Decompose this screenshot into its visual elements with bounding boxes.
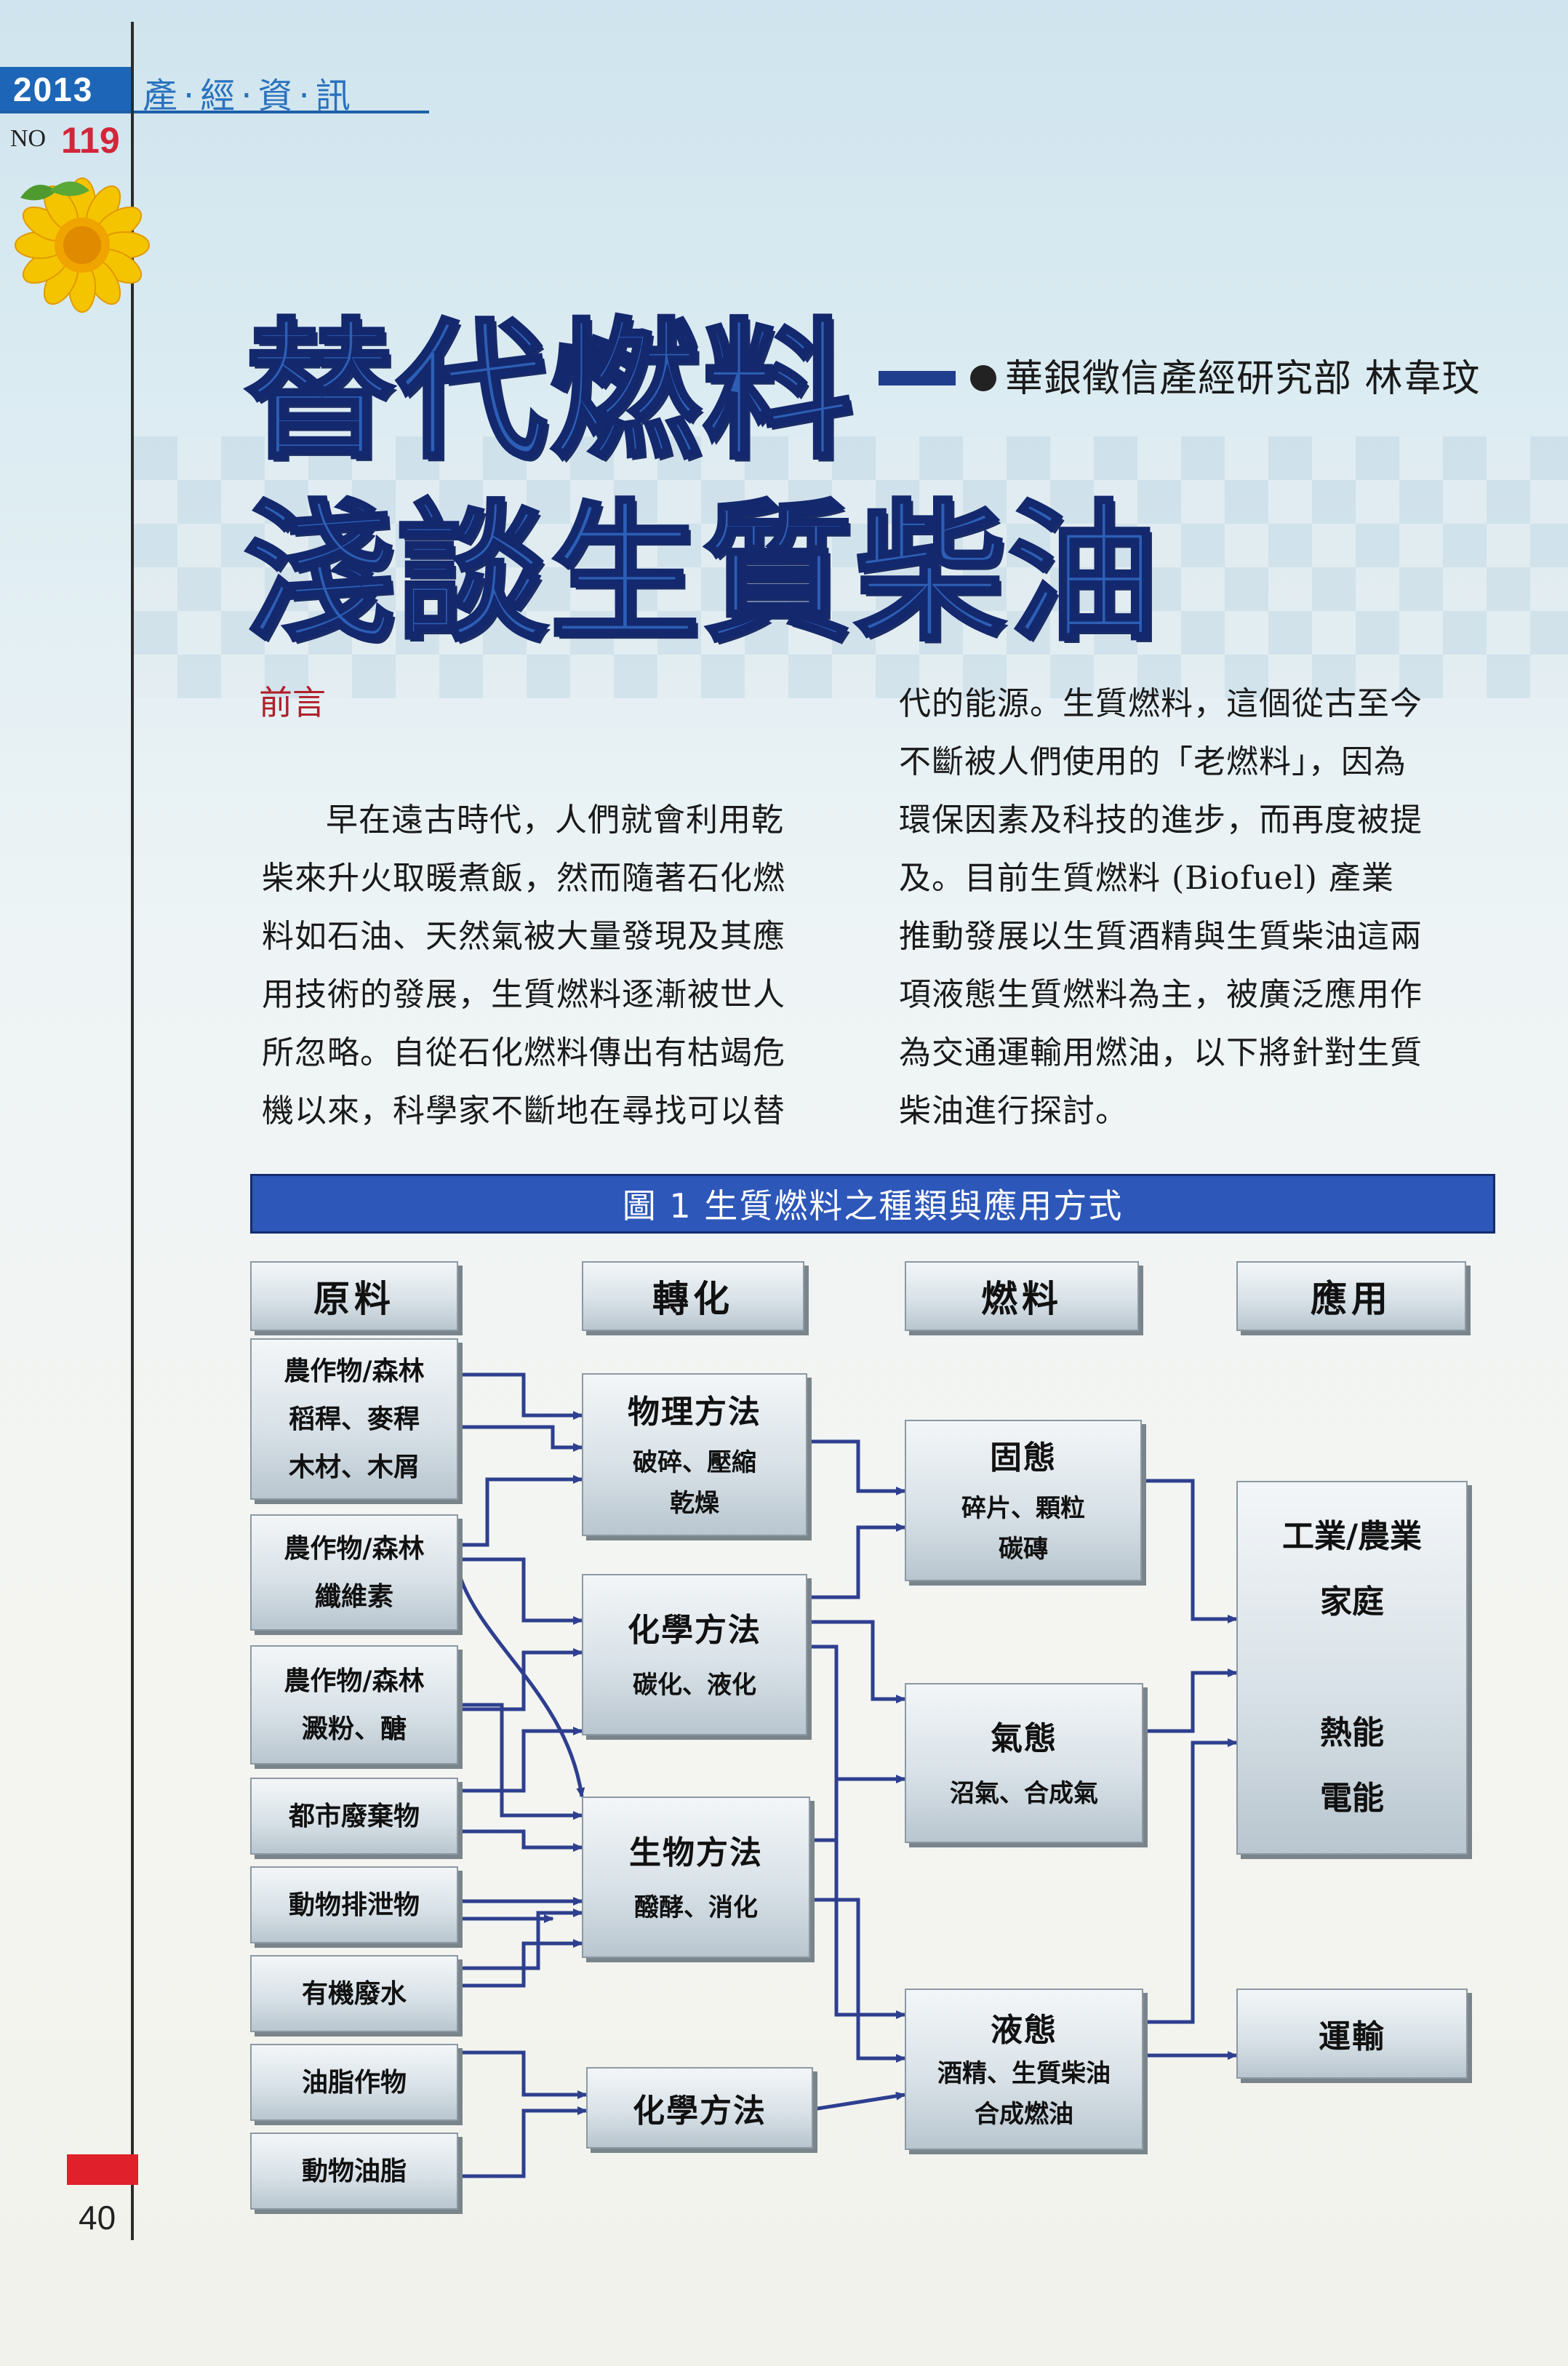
source-text: 動物排泄物 [288,1890,420,1920]
process-box-biological: 生物方法 醱酵、消化 [582,1797,810,1958]
application-text: 運輸 [1319,2018,1385,2055]
source-box-organic-wastewater: 有機廢水 [250,1955,458,2032]
source-text: 纖維素 [314,1581,393,1612]
source-text: 都市廢棄物 [288,1801,420,1831]
body-line: 所忽略。自從石化燃料傳出有枯竭危 [262,1034,785,1071]
process-detail: 醱酵、消化 [634,1893,758,1922]
header-label: 應用 [1311,1277,1392,1320]
fuel-title: 液態 [991,2012,1057,2049]
source-text: 油脂作物 [301,2067,407,2098]
process-box-chemical-oil: 化學方法 [586,2067,813,2149]
process-box-chemical: 化學方法 碳化、液化 [582,1574,807,1735]
source-text: 澱粉、醣 [301,1714,407,1744]
fuel-box-liquid: 液態 酒精、生質柴油 合成燃油 [905,1989,1143,2150]
section-heading: 前言 [259,683,326,722]
checker-pattern [134,436,1568,698]
source-box-crops-straw: 農作物/森林 稻稈、麥稈 木材、木屑 [250,1338,458,1500]
fuel-detail: 酒精、生質柴油 [937,2059,1111,2088]
header-rule [0,111,429,113]
fuel-detail: 碳磚 [999,1535,1048,1564]
process-box-physical: 物理方法 破碎、壓縮 乾燥 [582,1373,807,1536]
header-year-bar [0,67,131,112]
header-conversion: 轉化 [582,1261,804,1331]
application-text: 熱能 [1320,1714,1384,1751]
application-box-transport: 運輸 [1236,1989,1468,2079]
fuel-box-solid: 固態 碎片、顆粒 碳磚 [905,1420,1142,1581]
title-dash [879,371,956,385]
source-box-animal-manure: 動物排泄物 [250,1866,458,1943]
body-line: 機以來，科學家不斷地在尋找可以替 [262,1092,785,1130]
body-line: 及。目前生質燃料 (Biofuel) 產業 [899,860,1394,897]
source-box-animal-fat: 動物油脂 [250,2133,458,2210]
fuel-title: 固態 [990,1439,1057,1476]
application-text: 工業/農業 [1281,1518,1423,1555]
process-title: 物理方法 [628,1394,761,1431]
process-detail: 碳化、液化 [633,1671,756,1700]
body-line: 早在遠古時代，人們就會利用乾 [326,802,784,839]
sunflower-icon [15,177,150,313]
body-line: 料如石油、天然氣被大量發現及其應 [262,918,785,955]
application-text: 電能 [1320,1780,1384,1817]
header-application: 應用 [1236,1261,1466,1331]
source-text: 農作物/森林 [284,1356,425,1386]
fuel-detail: 碎片、顆粒 [961,1494,1085,1523]
body-line: 環保因素及科技的進步，而再度被提 [899,802,1423,839]
process-detail: 乾燥 [670,1489,719,1518]
header-raw-material: 原料 [250,1261,458,1331]
article-title-line1: 替代燃料 [242,303,856,481]
page-number: 40 [79,2199,116,2237]
source-text: 稻稈、麥稈 [288,1404,420,1434]
process-detail: 破碎、壓縮 [633,1448,756,1477]
body-line: 推動發展以生質酒精與生質柴油這兩 [899,918,1423,955]
source-box-oil-crops: 油脂作物 [250,2044,458,2121]
header-magazine-title: 產·經·資·訊 [143,76,356,116]
body-line: 不斷被人們使用的「老燃料」，因為 [899,743,1407,780]
header-label: 轉化 [652,1277,734,1320]
header-fuel: 燃料 [905,1261,1139,1331]
header-label: 原料 [313,1277,395,1320]
fuel-detail: 沼氣、合成氣 [950,1779,1098,1808]
source-box-starch: 農作物/森林 澱粉、醣 [250,1645,458,1764]
source-box-cellulose: 農作物/森林 纖維素 [250,1514,458,1631]
application-box-industry-home: 工業/農業 家庭 熱能 電能 [1236,1481,1468,1855]
body-line: 代的能源。生質燃料，這個從古至今 [899,685,1423,722]
figure-title-bar: 圖 1 生質燃料之種類與應用方式 [250,1174,1495,1234]
issue-prefix: NO [10,125,47,152]
application-text: 家庭 [1320,1583,1384,1620]
source-text: 木材、木屑 [288,1452,420,1482]
process-title: 化學方法 [633,2093,767,2130]
author-bullet [970,365,996,391]
body-line: 為交通運輸用燃油，以下將針對生質 [899,1034,1423,1071]
body-line: 用技術的發展，生質燃料逐漸被世人 [262,976,785,1013]
margin-rule [131,22,134,2240]
fuel-title: 氣態 [991,1720,1057,1757]
source-box-municipal-waste: 都市廢棄物 [250,1778,458,1855]
body-line: 項液態生質燃料為主，被廣泛應用作 [899,976,1423,1013]
source-text: 動物油脂 [301,2156,407,2186]
header-label: 燃料 [981,1277,1063,1320]
body-line: 柴油進行探討。 [899,1092,1128,1130]
source-text: 農作物/森林 [284,1533,425,1564]
source-text: 有機廢水 [301,1978,407,2009]
issue-number: 119 [61,120,120,161]
body-column-1: 早在遠古時代，人們就會利用乾 柴來升火取暖煮飯，然而隨著石化燃 料如石油、天然氣… [262,791,844,1140]
fuel-detail: 合成燃油 [975,2100,1073,2129]
figure-title: 圖 1 生質燃料之種類與應用方式 [622,1186,1124,1226]
process-title: 生物方法 [629,1834,763,1871]
source-text: 農作物/森林 [284,1666,425,1696]
body-line: 柴來升火取暖煮飯，然而隨著石化燃 [262,860,785,897]
article-title-line2: 淺談生質柴油 [242,485,1161,663]
body-column-2: 代的能源。生質燃料，這個從古至今 不斷被人們使用的「老燃料」，因為 環保因素及科… [899,675,1539,1140]
author-byline: 華銀徵信產經研究部 林韋玟 [1005,357,1481,401]
page-tab [67,2154,138,2185]
fuel-box-gas: 氣態 沼氣、合成氣 [905,1683,1143,1843]
header-year: 2013 [13,71,94,108]
process-title: 化學方法 [628,1612,761,1649]
